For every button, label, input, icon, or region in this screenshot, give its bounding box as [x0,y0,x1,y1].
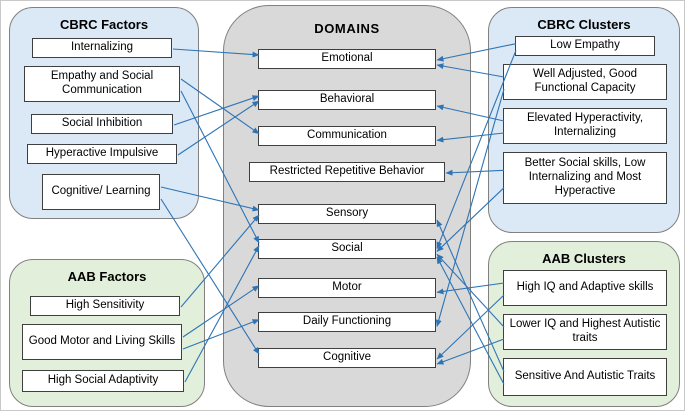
panel-aab-clusters: AAB Clusters High IQ and Adaptive skills… [488,241,680,407]
factor-empathy-social-communication: Empathy and Social Communication [24,66,180,102]
cluster-better-social-skills: Better Social skills, Low Internalizing … [503,152,667,204]
cluster-elevated-hyperactivity: Elevated Hyperactivity, Internalizing [503,108,667,144]
factor-high-social-adaptivity: High Social Adaptivity [22,370,184,392]
factor-high-sensitivity: High Sensitivity [30,296,180,316]
cluster-lower-iq-autistic: Lower IQ and Highest Autistic traits [503,314,667,350]
panel-domains: DOMAINS Emotional Behavioral Communicati… [223,5,471,407]
domain-sensory: Sensory [258,204,436,224]
cluster-well-adjusted: Well Adjusted, Good Functional Capacity [503,64,667,100]
cluster-high-iq-adaptive: High IQ and Adaptive skills [503,270,667,306]
panel-cbrc-clusters: CBRC Clusters Low Empathy Well Adjusted,… [488,7,680,233]
domain-emotional: Emotional [258,49,436,69]
factor-hyperactive-impulsive: Hyperactive Impulsive [27,144,177,164]
domain-motor: Motor [258,278,436,298]
domain-communication: Communication [258,126,436,146]
domain-restricted-repetitive-behavior: Restricted Repetitive Behavior [249,162,445,182]
panel-title-domains: DOMAINS [314,21,380,36]
domain-cognitive: Cognitive [258,348,436,368]
factor-good-motor-living-skills: Good Motor and Living Skills [22,324,182,360]
factor-social-inhibition: Social Inhibition [31,114,173,134]
cluster-sensitive-autistic: Sensitive And Autistic Traits [503,358,667,396]
panel-title-cbrc-clusters: CBRC Clusters [537,17,631,32]
panel-aab-factors: AAB Factors High Sensitivity Good Motor … [9,259,205,407]
factor-cognitive-learning: Cognitive/ Learning [42,174,160,210]
domain-daily-functioning: Daily Functioning [258,312,436,332]
panel-title-cbrc-factors: CBRC Factors [59,17,149,32]
domain-behavioral: Behavioral [258,90,436,110]
panel-title-aab-clusters: AAB Clusters [542,251,626,266]
panel-cbrc-factors: CBRC Factors Internalizing Empathy and S… [9,7,199,219]
panel-title-aab-factors: AAB Factors [67,269,147,284]
factor-internalizing: Internalizing [32,38,172,58]
domain-social: Social [258,239,436,259]
cluster-low-empathy: Low Empathy [515,36,655,56]
